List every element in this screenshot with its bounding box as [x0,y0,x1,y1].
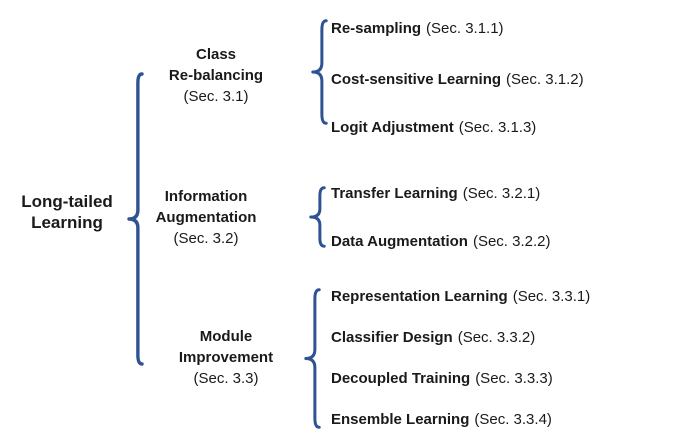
leaf-name: Ensemble Learning [331,411,470,428]
leaf-re-sampling: Re-sampling(Sec. 3.1.1) [331,20,504,38]
leaf-data-augmentation: Data Augmentation(Sec. 3.2.2) [331,233,551,251]
leaf-decoupled-training: Decoupled Training(Sec. 3.3.3) [331,370,553,388]
branch-section-ref: (Sec. 3.3) [193,370,259,387]
branch-section-ref: (Sec. 3.1) [183,88,249,105]
curly-brace-class-rebalancing-icon [311,19,328,125]
leaf-transfer-learning: Transfer Learning(Sec. 3.2.1) [331,185,540,203]
leaf-classifier-design: Classifier Design(Sec. 3.3.2) [331,329,535,347]
root-label: Long-tailed Learning [2,191,132,233]
leaf-section-ref: (Sec. 3.2.2) [472,233,551,250]
branch-name-line: Module [199,328,253,345]
branch-label-module-improvement: Module Improvement (Sec. 3.3) [151,326,301,389]
leaf-name: Data Augmentation [331,233,468,250]
leaf-name: Re-sampling [331,20,422,37]
leaf-section-ref: (Sec. 3.3.1) [512,288,591,305]
leaf-section-ref: (Sec. 3.1.1) [426,20,504,37]
branch-name-line: Augmentation [155,209,257,226]
branch-section-ref: (Sec. 3.2) [173,230,239,247]
curly-brace-module-improvement-icon [304,288,321,429]
leaf-section-ref: (Sec. 3.3.3) [475,370,553,387]
leaf-section-ref: (Sec. 3.1.3) [458,119,537,136]
leaf-name: Representation Learning [331,288,508,305]
leaf-representation-learning: Representation Learning(Sec. 3.3.1) [331,288,590,306]
branch-name-line: Class [195,46,237,63]
leaf-section-ref: (Sec. 3.1.2) [506,71,584,88]
root-label-line1: Long-tailed [21,192,113,211]
branch-label-class-rebalancing: Class Re-balancing (Sec. 3.1) [141,44,291,107]
leaf-name: Transfer Learning [331,185,458,202]
leaf-name: Cost-sensitive Learning [331,71,502,88]
branch-name-line: Improvement [178,349,274,366]
leaf-section-ref: (Sec. 3.2.1) [462,185,541,202]
branch-label-information-augmentation: Information Augmentation (Sec. 3.2) [131,186,281,249]
leaf-cost-sensitive-learning: Cost-sensitive Learning(Sec. 3.1.2) [331,71,584,89]
leaf-name: Decoupled Training [331,370,471,387]
leaf-ensemble-learning: Ensemble Learning(Sec. 3.3.4) [331,411,552,429]
leaf-name: Logit Adjustment [331,119,454,136]
branch-name-line: Information [164,188,248,205]
leaf-name: Classifier Design [331,329,453,346]
leaf-logit-adjustment: Logit Adjustment(Sec. 3.1.3) [331,119,536,137]
curly-brace-information-augmentation-icon [309,186,326,248]
leaf-section-ref: (Sec. 3.3.2) [457,329,536,346]
leaf-section-ref: (Sec. 3.3.4) [474,411,552,428]
root-label-line2: Learning [31,213,103,232]
branch-name-line: Re-balancing [168,67,264,84]
main-curly-brace-icon [127,72,144,366]
